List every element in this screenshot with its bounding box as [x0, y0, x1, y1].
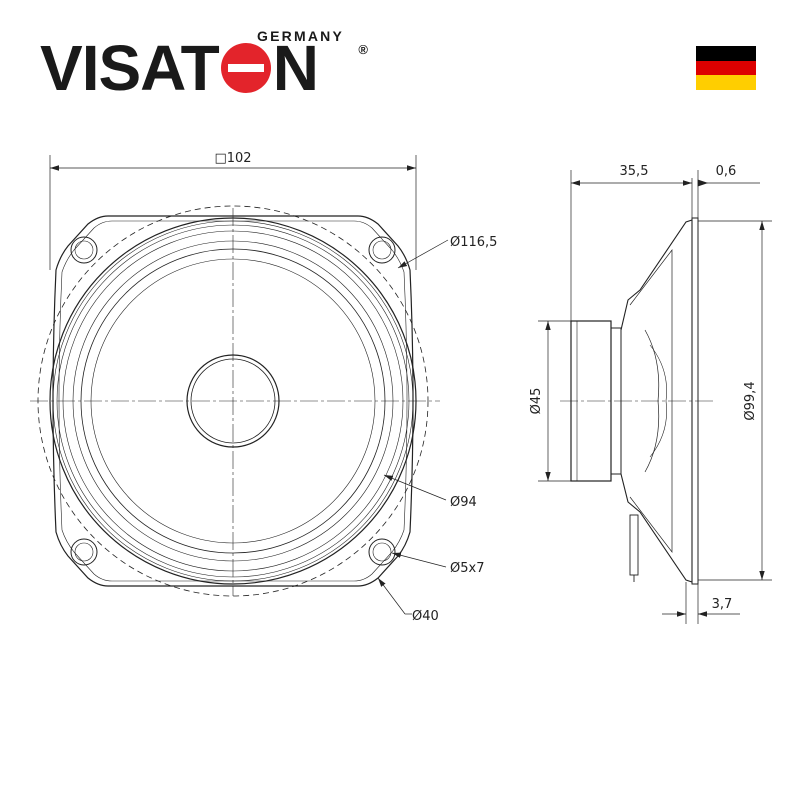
front-view	[30, 155, 449, 615]
basket-frame	[52, 215, 414, 587]
label-flange-thickness: 0,6	[716, 164, 737, 179]
label-dustcap-diameter: Ø40	[412, 609, 439, 624]
logo-subtitle: GERMANY	[257, 28, 344, 44]
label-front-offset: 3,7	[712, 597, 733, 612]
side-view	[538, 170, 772, 624]
registered-mark: ®	[358, 42, 368, 57]
label-cone-diameter: Ø94	[450, 495, 477, 510]
label-square-102: □102	[214, 151, 251, 166]
terminal	[629, 514, 639, 576]
dimension-102	[49, 155, 417, 270]
basket-frame-inner	[58, 220, 408, 582]
dimension-mounting	[698, 220, 772, 581]
germany-flag-icon	[696, 46, 756, 90]
leader-lines	[377, 239, 449, 615]
logo-wordmark-left: VISAT	[40, 32, 220, 104]
flag-stripe-gold	[696, 75, 756, 90]
logo-wordmark-right: N	[272, 32, 319, 104]
dimension-magnet	[538, 320, 571, 482]
flag-stripe-black	[696, 46, 756, 61]
front-centerlines	[30, 208, 440, 596]
dimension-depth	[570, 170, 760, 321]
logo-o-mark-icon	[220, 43, 271, 93]
label-outer-diameter: Ø116,5	[450, 235, 497, 250]
mounting-holes	[70, 236, 396, 566]
label-mounting-holes: Ø5x7	[450, 561, 484, 576]
label-magnet-diameter: Ø45	[529, 388, 544, 415]
dimension-offset	[662, 582, 740, 624]
label-mounting-diameter: Ø99,4	[743, 381, 758, 420]
label-depth: 35,5	[620, 164, 649, 179]
flag-stripe-red	[696, 60, 756, 76]
